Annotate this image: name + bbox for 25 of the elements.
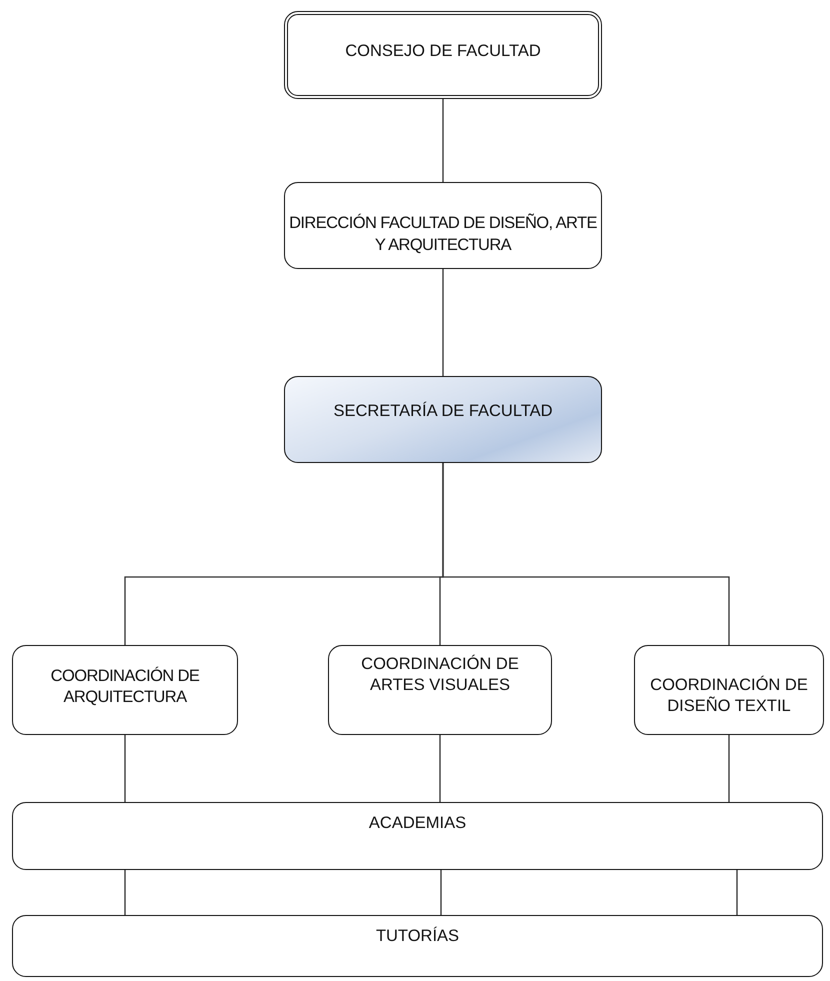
org-box bbox=[12, 915, 823, 977]
box-label: ACADEMIAS bbox=[368, 813, 466, 834]
box-label: SECRETARÍA DE FACULTAD bbox=[333, 401, 553, 422]
box-label: COORDINACIÓN DE DISEÑO TEXTIL bbox=[649, 674, 809, 717]
box-label: COORDINACIÓN DE ARQUITECTURA bbox=[50, 666, 200, 708]
org-box bbox=[634, 645, 824, 735]
connector-line bbox=[442, 463, 730, 645]
box-label: CONSEJO DE FACULTAD bbox=[345, 41, 541, 62]
org-box bbox=[12, 802, 823, 870]
connector-line bbox=[442, 99, 444, 182]
connector-line bbox=[440, 870, 442, 915]
org-box bbox=[12, 645, 238, 735]
org-box bbox=[284, 11, 602, 99]
org-box bbox=[328, 645, 552, 735]
box-label: COORDINACIÓN DE ARTES VISUALES bbox=[360, 654, 520, 696]
connector-line bbox=[728, 735, 730, 802]
box-label: TUTORÍAS bbox=[376, 926, 460, 947]
connector-line bbox=[736, 870, 738, 915]
connector-line bbox=[439, 735, 441, 802]
connector-line bbox=[442, 269, 444, 376]
connector-line bbox=[124, 735, 126, 802]
connector-line bbox=[124, 870, 126, 915]
org-box bbox=[284, 376, 602, 463]
org-box bbox=[284, 182, 602, 269]
box-label: DIRECCIÓN FACULTAD DE DISEÑO, ARTE Y ARQUITECTURA bbox=[289, 213, 597, 256]
